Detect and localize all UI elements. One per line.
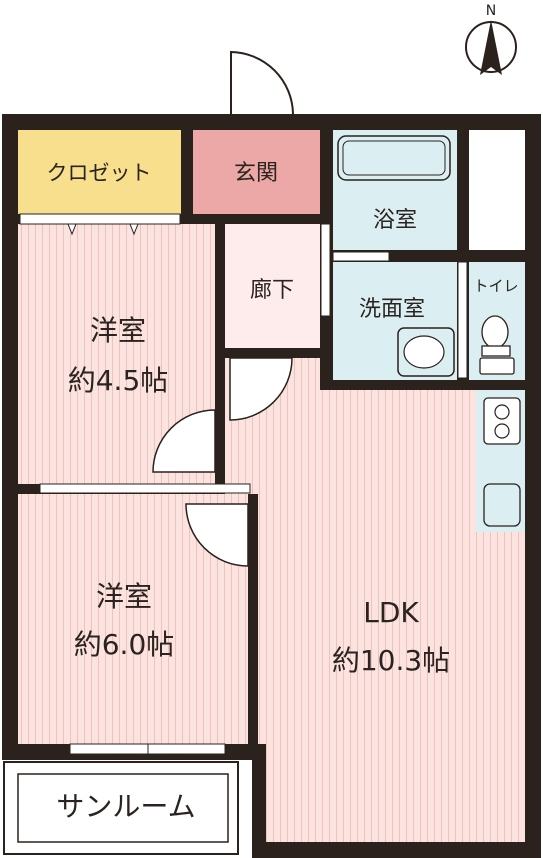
- closet-label: クロゼット: [47, 161, 152, 185]
- bath-label: 浴室: [373, 208, 417, 233]
- western-room-1-name: 洋室: [90, 314, 146, 347]
- hallway-door-icon: [229, 357, 293, 421]
- compass-north-label: N: [486, 3, 496, 19]
- hallway-floor: [225, 224, 320, 348]
- closet-door-icon: [19, 213, 181, 236]
- wash-basin-icon: [397, 327, 455, 377]
- toilet-label: トイレ: [473, 277, 518, 295]
- western-room-2-door-icon: [185, 503, 249, 567]
- sunroom-label: サンルーム: [56, 790, 195, 823]
- western-room-1-door-icon: [152, 409, 216, 473]
- sliding-door-partition: [39, 483, 251, 494]
- bathtub-icon: [337, 135, 451, 181]
- ldk-floor: [225, 358, 525, 842]
- entrance-label: 玄関: [234, 161, 278, 186]
- stove-icon: [483, 397, 521, 445]
- western-room-1-size: 約4.5帖: [68, 364, 169, 397]
- closet-floor: [18, 130, 181, 214]
- toilet-icon: [479, 315, 515, 375]
- ldk-size: 約10.3帖: [332, 644, 450, 677]
- north-compass-icon: N: [465, 3, 517, 75]
- ldk-name: LDK: [363, 596, 419, 629]
- western-room-2-size: 約6.0帖: [74, 628, 175, 661]
- western-room-2-name: 洋室: [96, 580, 152, 613]
- kitchen-sink-icon: [483, 483, 521, 527]
- entrance-floor: [193, 130, 320, 214]
- storage-floor: [469, 130, 525, 250]
- entry-door-icon: [230, 50, 294, 115]
- hallway-label: 廊下: [250, 278, 294, 303]
- washroom-label: 洗面室: [359, 297, 425, 322]
